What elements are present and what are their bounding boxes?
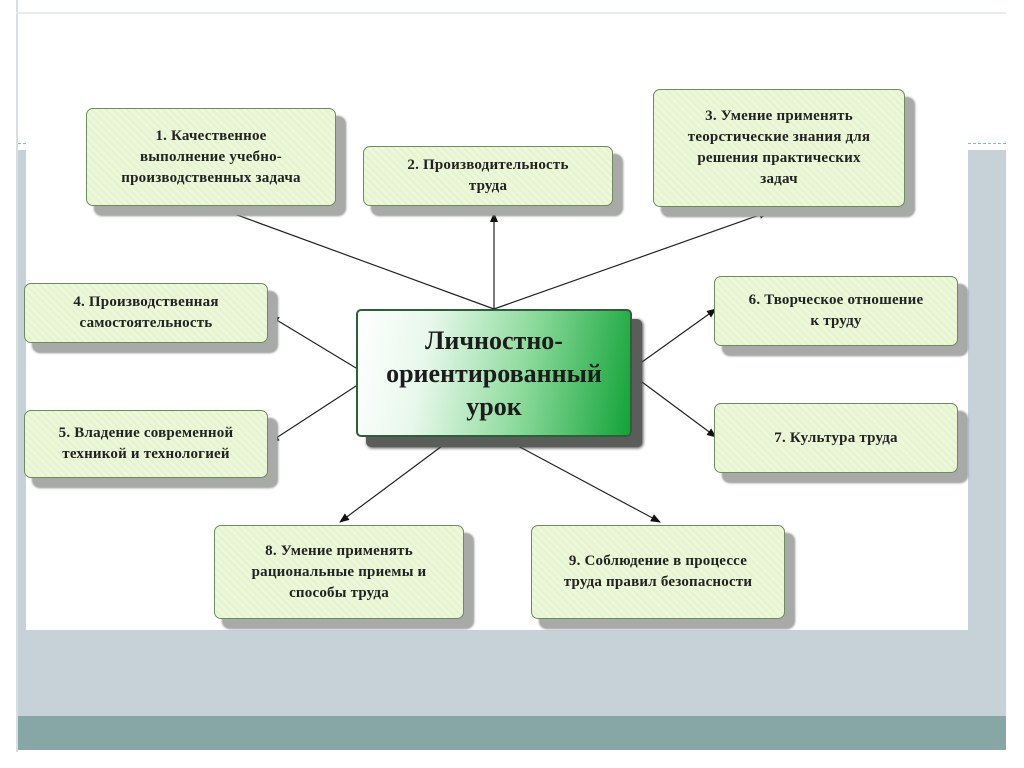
node-8-label: 8. Умение применять рациональные приемы … — [251, 542, 427, 601]
node-1: 1. Качественное выполнение учебно- произ… — [86, 108, 336, 206]
node-4: 4. Производственная самостоятельность — [24, 283, 268, 343]
node-9: 9. Соблюдение в процессе труда правил бе… — [531, 525, 785, 619]
slide-frame-top — [16, 12, 1006, 14]
decorative-dashed-line-left — [18, 143, 26, 144]
node-8: 8. Умение применять рациональные приемы … — [214, 525, 464, 619]
node-2: 2. Производительность труда — [363, 146, 613, 206]
node-3-label: 3. Умение применять теорстические знания… — [687, 108, 871, 187]
connector-3 — [493, 211, 769, 310]
node-1-label: 1. Качественное выполнение учебно- произ… — [121, 127, 301, 186]
central-node-label: Личностно- ориентированный урок — [386, 325, 602, 421]
central-node: Личностно- ориентированный урок — [356, 309, 632, 437]
node-5-label: 5. Владение современной техникой и техно… — [58, 425, 234, 462]
slide-frame-left — [16, 0, 18, 752]
connector-5 — [269, 385, 357, 443]
connector-1 — [217, 207, 495, 310]
node-3: 3. Умение применять теорстические знания… — [653, 89, 905, 207]
connector-8 — [339, 445, 443, 523]
connector-6 — [641, 308, 717, 363]
node-7-label: 7. Культура труда — [774, 429, 898, 446]
node-4-label: 4. Производственная самостоятельность — [73, 294, 219, 331]
node-7: 7. Культура труда — [714, 403, 958, 473]
slide-footer-band — [18, 716, 1006, 750]
decorative-dashed-line-right — [968, 143, 1006, 144]
connector-4 — [269, 315, 357, 369]
node-6: 6. Творческое отношение к труду — [714, 276, 958, 346]
node-9-label: 9. Соблюдение в процессе труда правил бе… — [563, 553, 753, 590]
connector-7 — [641, 381, 717, 438]
node-6-label: 6. Творческое отношение к труду — [748, 292, 924, 329]
node-5: 5. Владение современной техникой и техно… — [24, 410, 268, 478]
node-2-label: 2. Производительность труда — [407, 157, 569, 194]
connector-9 — [517, 445, 661, 523]
